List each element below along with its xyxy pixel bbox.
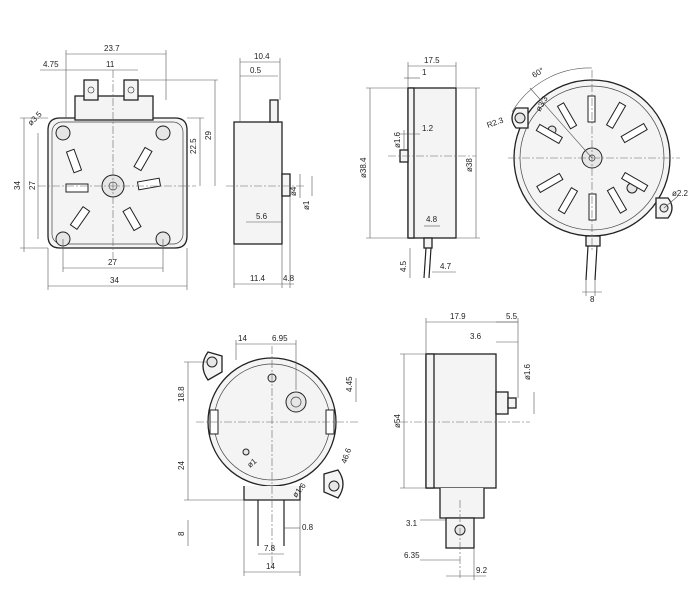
bottom-side-base xyxy=(439,488,485,519)
dim-bottom-terminal-h: 8 xyxy=(177,531,186,536)
side-body xyxy=(233,121,283,245)
dim-height-total-right: 29 xyxy=(204,131,213,140)
dim-radius: R2.3 xyxy=(486,115,505,129)
dim-tab-span: 11 xyxy=(106,60,115,69)
dim-bottom-base-width: 14 xyxy=(266,562,275,571)
dim-bottom-offset-right: 4.45 xyxy=(345,376,354,392)
terminal-left xyxy=(83,79,99,101)
dim-bottom-width-b: 6.95 xyxy=(272,334,288,343)
round-motor-front-view-top: 60° R2.3 ø3.3 ø2.2 8 xyxy=(486,66,689,304)
dim-side-mid: 5.6 xyxy=(256,212,268,221)
terminal-pin-1 xyxy=(423,247,427,279)
dim-side-shaft-small: ø4 xyxy=(289,186,298,196)
radial-slot xyxy=(587,95,596,123)
dim-round-body-dia-right: ø38 xyxy=(465,158,474,172)
bottom-side-shaft xyxy=(507,397,517,409)
dim-round-body-dia-left: ø38.4 xyxy=(359,157,368,178)
terminal-pin-2 xyxy=(428,247,432,279)
bottom-side-body xyxy=(425,353,497,489)
dim-bottom-depth-total: 17.9 xyxy=(450,312,466,321)
square-motor-side-view: 10.4 0.5 ø4 ø1 5.6 11.4 4.8 xyxy=(226,52,313,288)
dim-bottom-height-b: 24 xyxy=(177,461,186,470)
dim-hole-2: ø2.2 xyxy=(672,189,689,198)
round-motor-front-view-bottom: 14 6.95 18.8 24 4.45 46.6 ø1 ø1.6 8 0.8 … xyxy=(177,334,360,576)
dim-side-flange: 0.5 xyxy=(250,66,262,75)
dim-side-body-len: 11.4 xyxy=(250,274,266,283)
dim-bottom-base-width: 9.2 xyxy=(476,566,488,575)
dim-tab-offset: 4.75 xyxy=(43,60,59,69)
dim-bottom-body-dia: ø54 xyxy=(393,414,402,428)
dim-round-shaft-len: 1.2 xyxy=(422,124,434,133)
mounting-hole-tr xyxy=(155,125,171,141)
dim-bottom-width-a: 14 xyxy=(238,334,247,343)
dim-height-left: 34 xyxy=(13,181,22,190)
round-motor-side-view-bottom: 17.9 5.5 3.6 ø1.6 ø54 3.1 6.35 9.2 xyxy=(393,312,535,580)
dim-bottom-terminal-w: 0.8 xyxy=(302,523,314,532)
dim-terminal-span-top: 8 xyxy=(590,295,595,304)
dim-side-depth: 10.4 xyxy=(254,52,270,61)
dim-round-terminal-offset: 4.8 xyxy=(426,215,438,224)
dim-bottom-terminal-gap: 3.1 xyxy=(406,519,418,528)
dim-width-inner-bottom: 27 xyxy=(108,258,117,267)
dim-height-right: 22.5 xyxy=(189,138,198,154)
dim-width-top: 23.7 xyxy=(104,44,120,53)
dim-side-shaft-len: 4.8 xyxy=(283,274,295,283)
output-boss xyxy=(285,391,307,413)
terminal-right xyxy=(123,79,139,101)
dim-angle: 60° xyxy=(531,66,546,80)
square-motor-front-view: 23.7 4.75 11 ø3.5 22.5 29 34 27 27 34 xyxy=(13,44,218,290)
dim-height-inner-left: 27 xyxy=(28,181,37,190)
round-motor-side-view-top: 17.5 1 ø1.6 1.2 ø38.4 ø38 4.8 4.5 4.7 xyxy=(359,56,480,279)
dim-bottom-base-height: 6.35 xyxy=(404,551,420,560)
dim-hole-dia: ø3.5 xyxy=(26,109,44,127)
dim-bottom-height-a: 18.8 xyxy=(177,386,186,402)
mounting-hole-tl xyxy=(55,125,71,141)
dim-bottom-hub: 5.5 xyxy=(506,312,518,321)
dim-bottom-hub-inner: 3.6 xyxy=(470,332,482,341)
dim-round-flange: 1 xyxy=(422,68,427,77)
dim-bottom-shaft-dia: ø1.6 xyxy=(523,363,532,380)
dim-round-terminal-span: 4.7 xyxy=(440,262,452,271)
dim-width-total-bottom: 34 xyxy=(110,276,119,285)
dim-bottom-radius-right: 46.6 xyxy=(339,446,353,464)
side-shaft xyxy=(281,173,291,197)
dim-round-depth: 17.5 xyxy=(424,56,440,65)
dim-bottom-terminal-span: 7.8 xyxy=(264,544,276,553)
dim-round-shaft-dia: ø1.6 xyxy=(393,131,402,148)
dim-side-shaft-dia: ø1 xyxy=(302,200,311,210)
dim-round-terminal-len: 4.5 xyxy=(399,260,408,272)
dim-bottom-shaft-hole: ø1.6 xyxy=(291,481,309,499)
